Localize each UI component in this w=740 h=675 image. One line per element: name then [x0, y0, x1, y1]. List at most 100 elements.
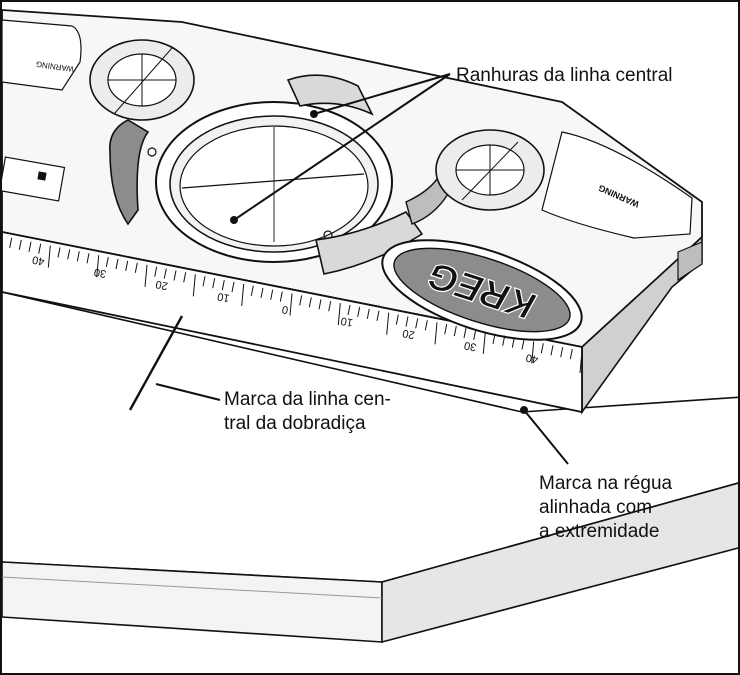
ruler-tick — [270, 289, 274, 300]
ruler-tick — [231, 281, 235, 293]
ruler-number: 20 — [401, 327, 415, 341]
ruler-tick — [250, 285, 254, 296]
ruler-tick — [434, 322, 438, 345]
jig-foot — [677, 241, 703, 282]
slot-tab-top — [286, 74, 374, 116]
leader-hinge-mark — [155, 383, 221, 401]
ruler-tick — [540, 343, 544, 354]
ruler-tick — [76, 251, 80, 262]
ruler-tick — [192, 274, 196, 297]
ruler-tick — [453, 326, 457, 337]
aperture-crossline — [181, 173, 365, 189]
label-ruler-mark-aligned: Marca na régua alinhada com a extremidad… — [539, 473, 673, 542]
ruler-tick — [405, 316, 409, 327]
ruler-tick — [47, 245, 51, 268]
leader-dot — [310, 110, 318, 118]
ruler-tick — [328, 301, 332, 312]
ruler-tick — [376, 310, 380, 321]
warning-plate-right: WARNING — [541, 131, 693, 239]
ruler-tick — [212, 278, 216, 289]
ruler-ticks — [2, 236, 583, 374]
label-hinge-center-mark: Marca da linha cen- tral da dobradiça — [224, 389, 391, 434]
ruler-tick — [67, 249, 71, 260]
ruler-tick — [511, 337, 515, 348]
ruler-tick — [386, 312, 390, 335]
board-side-face — [381, 482, 738, 644]
ruler-tick — [308, 297, 312, 308]
ruler-tick — [492, 333, 496, 344]
ruler-tick — [337, 303, 341, 326]
leader-center-slot-bottom — [233, 73, 451, 221]
ruler-tick — [299, 295, 303, 306]
ruler-tick — [202, 276, 206, 287]
leader-ruler-mark — [523, 409, 569, 465]
ruler-tick — [424, 320, 428, 331]
dial-right — [435, 129, 545, 211]
leader-dot — [230, 216, 238, 224]
warning-plate-left: WARNING — [2, 19, 82, 91]
ruler-tick — [502, 335, 506, 346]
ruler-tick — [96, 255, 100, 278]
ruler-tick — [173, 270, 177, 281]
ruler-tick — [183, 272, 187, 283]
ruler-tick — [482, 331, 486, 354]
ruler-tick — [366, 308, 370, 319]
ruler-number: 10 — [216, 290, 230, 304]
slot-tab-bottom — [315, 210, 424, 275]
label-center-line-slots: Ranhuras da linha central — [456, 65, 673, 86]
ruler-tick — [473, 329, 477, 340]
ruler-face — [2, 231, 583, 414]
ruler-tick — [531, 341, 535, 364]
ruler-number: 40 — [31, 253, 45, 267]
ruler-tick — [279, 291, 283, 302]
ruler-tick — [18, 239, 22, 250]
ruler-tick — [463, 327, 467, 339]
ruler-tick — [144, 264, 148, 287]
ruler-tick — [550, 345, 554, 356]
slot-tab-left — [109, 119, 150, 226]
ruler-tick — [28, 241, 32, 252]
dial-left — [89, 39, 195, 121]
ruler-number: 30 — [463, 339, 477, 353]
ruler-tick — [579, 350, 583, 374]
ruler-tick — [105, 257, 109, 268]
kreg-logo: KREG — [381, 239, 583, 341]
ruler-number: 0 — [281, 303, 289, 316]
ruler-tick — [38, 243, 42, 254]
leader-center-slot-top — [313, 73, 451, 115]
ruler-tick — [415, 318, 419, 329]
ruler-tick — [347, 304, 351, 316]
ruler-tick — [221, 280, 225, 291]
ruler-tick — [57, 247, 61, 258]
ruler-number: 30 — [93, 265, 107, 279]
info-plate — [2, 156, 66, 202]
ruler-number: 10 — [340, 314, 354, 328]
ruler-tick — [560, 347, 564, 358]
ruler-tick — [134, 262, 138, 273]
ruler-tick — [9, 237, 13, 248]
info-plate-square — [37, 171, 47, 181]
ruler-tick — [115, 258, 119, 270]
ruler-tick — [154, 266, 158, 277]
ruler-tick — [260, 287, 264, 298]
ruler-tick — [241, 283, 245, 306]
ruler-tick — [86, 253, 90, 264]
ruler-tick — [395, 314, 399, 325]
hinge-centerline-mark — [128, 315, 184, 411]
center-aperture — [147, 101, 393, 263]
ruler-tick — [444, 324, 448, 335]
board — [2, 291, 738, 644]
board-edge-shade — [2, 576, 383, 599]
leader-lines — [128, 73, 569, 465]
ruler-tick — [357, 306, 361, 317]
ruler-tick — [318, 299, 322, 310]
ruler-tick — [163, 268, 167, 279]
ruler-tick — [289, 293, 293, 316]
center-slot-tabs — [109, 74, 449, 275]
ruler-tick — [569, 349, 573, 360]
leader-dot — [520, 406, 528, 414]
ruler-number: 40 — [525, 351, 539, 365]
